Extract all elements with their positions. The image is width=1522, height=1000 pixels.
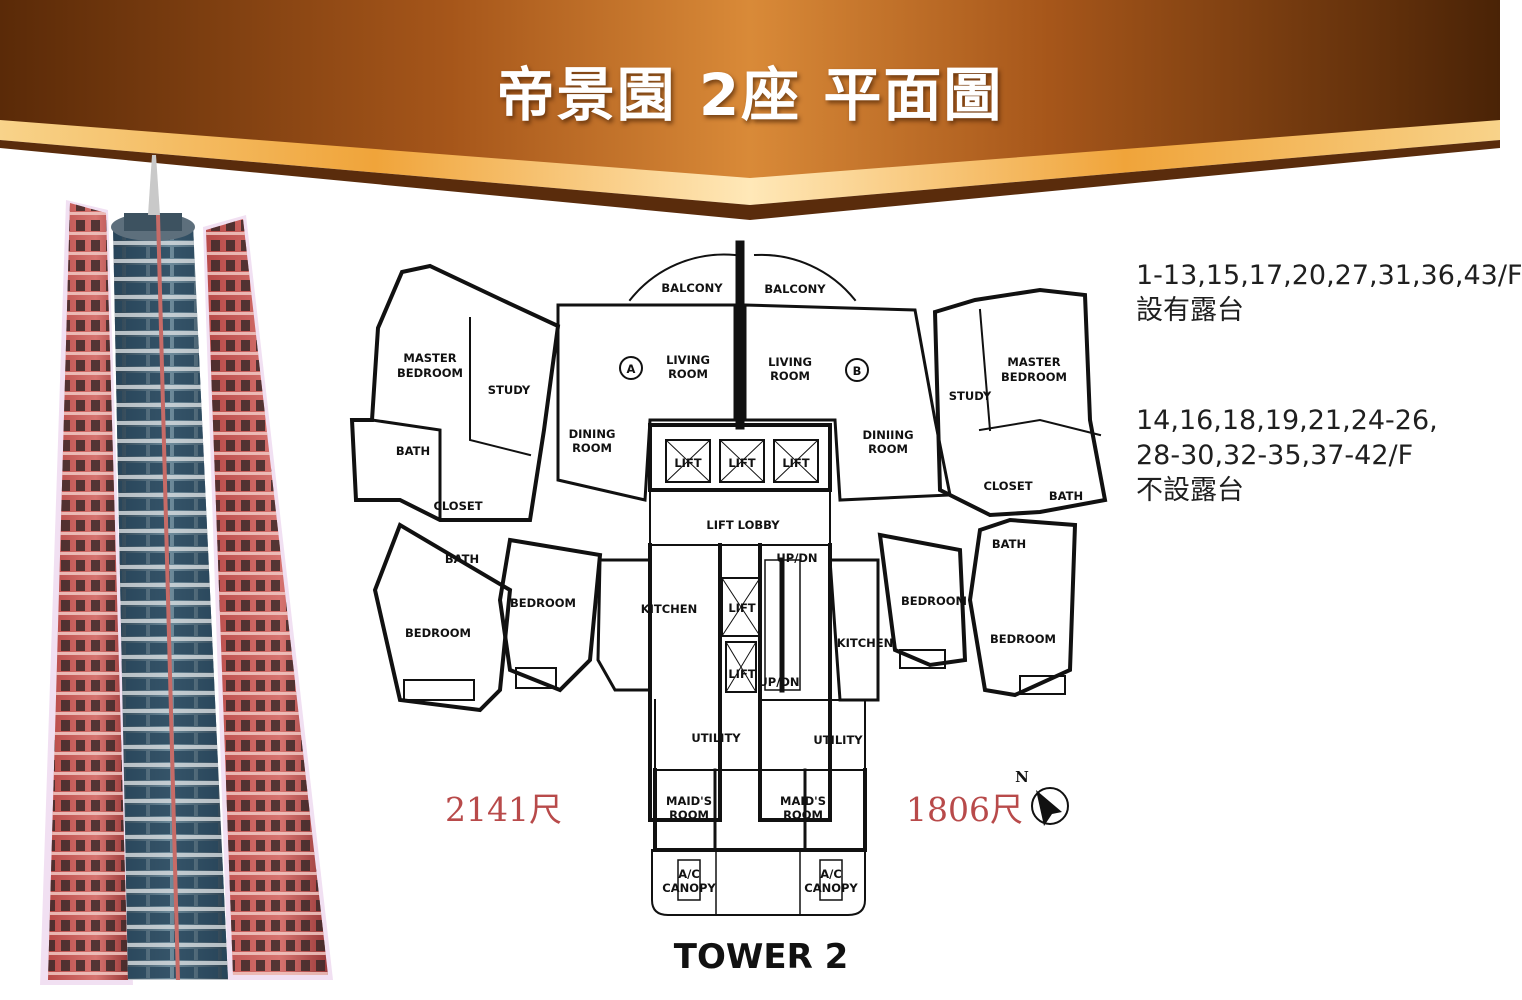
terrace-floors-with: 1-13,15,17,20,27,31,36,43/F — [1136, 260, 1522, 291]
floor-plan: A B BALCONY BALCONY MASTER BEDROOM STUDY… — [349, 240, 1108, 916]
canopy-a-label-1: A/C — [678, 867, 700, 881]
living-a-label-2: ROOM — [668, 367, 708, 381]
unit-a-marker: A — [619, 356, 643, 380]
canopy-b-label-1: A/C — [820, 867, 842, 881]
living-b-label-1: LIVING — [768, 355, 812, 369]
terrace-label-with: 設有露台 — [1136, 295, 1244, 326]
lift-3-label: LIFT — [782, 456, 809, 470]
maid-b-label-2: ROOM — [783, 808, 823, 822]
closet-b-label: CLOSET — [983, 479, 1032, 493]
lift-lobby-label: LIFT LOBBY — [706, 518, 780, 532]
lift-4-label: LIFT — [728, 601, 755, 615]
lift-2-label: LIFT — [728, 456, 755, 470]
master-a-label-1: MASTER — [403, 351, 456, 365]
kitchen-b-label: KITCHEN — [837, 636, 894, 650]
master-b-label-1: MASTER — [1007, 355, 1060, 369]
stair-down-label: UP/DN — [758, 675, 799, 689]
maid-a-label-1: MAID'S — [666, 794, 712, 808]
bedroom-b2-label: BEDROOM — [990, 632, 1056, 646]
maid-b-label-1: MAID'S — [780, 794, 826, 808]
terrace-note-without: 14,16,18,19,21,24-26, 28-30,32-35,37-42/… — [1136, 403, 1438, 508]
lift-1-label: LIFT — [674, 456, 701, 470]
svg-text:N: N — [1015, 768, 1029, 786]
master-b-label-2: BEDROOM — [1001, 370, 1067, 384]
unit-a-area: 2141尺 — [445, 790, 562, 829]
canopy-b-label-2: CANOPY — [804, 881, 858, 895]
terrace-note-with: 1-13,15,17,20,27,31,36,43/F 設有露台 — [1136, 258, 1522, 328]
terrace-floors-without-1: 14,16,18,19,21,24-26, — [1136, 405, 1438, 436]
study-b-label: STUDY — [949, 389, 992, 403]
svg-text:B: B — [853, 364, 862, 378]
page-title: 帝景園 2座 平面圖 — [496, 61, 1004, 129]
lift-5-label: LIFT — [728, 667, 755, 681]
balcony-b-label: BALCONY — [764, 282, 826, 296]
dining-a-label-2: ROOM — [572, 441, 612, 455]
dining-a-label-1: DINING — [569, 427, 616, 441]
maid-a-label-2: ROOM — [669, 808, 709, 822]
unit-b-marker: B — [845, 358, 869, 382]
tower-photo — [40, 155, 333, 985]
dining-b-label-1: DINIING — [862, 428, 913, 442]
bedroom-a2-label: BEDROOM — [405, 626, 471, 640]
north-arrow-icon: N — [1015, 768, 1069, 826]
study-a-label: STUDY — [488, 383, 531, 397]
living-b-label-2: ROOM — [770, 369, 810, 383]
unit-b-area: 1806尺 — [906, 790, 1023, 829]
living-a-label-1: LIVING — [666, 353, 710, 367]
balcony-a-label: BALCONY — [661, 281, 723, 295]
canopy-a-label-2: CANOPY — [662, 881, 716, 895]
tower-label: TOWER 2 — [673, 937, 849, 977]
bedroom-b1-label: BEDROOM — [901, 594, 967, 608]
bedroom-a1-label: BEDROOM — [510, 596, 576, 610]
header-banner — [0, 0, 1500, 220]
utility-a-label: UTILITY — [691, 731, 741, 745]
svg-text:A: A — [627, 362, 636, 376]
bath-b2-label: BATH — [992, 537, 1026, 551]
dining-b-label-2: ROOM — [868, 442, 908, 456]
bath-a2-label: BATH — [445, 552, 479, 566]
bath-a1-label: BATH — [396, 444, 430, 458]
terrace-label-without: 不設露台 — [1136, 475, 1244, 506]
terrace-floors-without-2: 28-30,32-35,37-42/F — [1136, 440, 1414, 471]
utility-b-label: UTILITY — [813, 733, 863, 747]
stair-up-label: UP/DN — [776, 551, 817, 565]
master-a-label-2: BEDROOM — [397, 366, 463, 380]
closet-a-label: CLOSET — [433, 499, 482, 513]
bath-b1-label: BATH — [1049, 489, 1083, 503]
kitchen-a-label: KITCHEN — [641, 602, 698, 616]
